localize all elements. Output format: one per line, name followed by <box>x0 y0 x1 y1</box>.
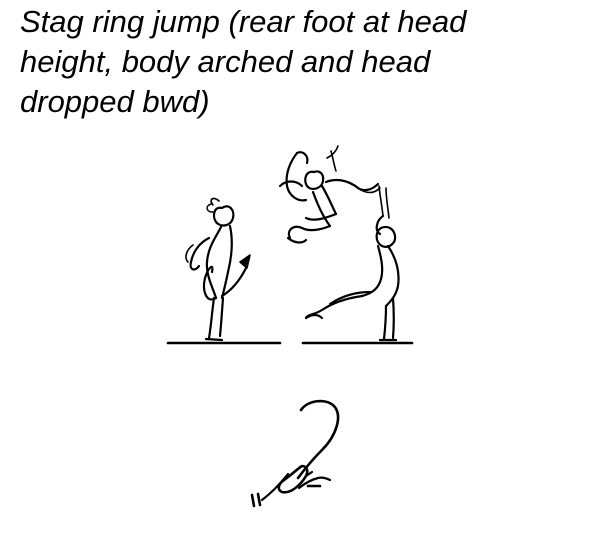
description-line-3: dropped bwd) <box>20 84 210 119</box>
description-line-2: height, body arched and head <box>20 44 431 79</box>
landing-figure <box>304 185 400 342</box>
description-line-1: Stag ring jump (rear foot at head <box>20 4 467 39</box>
element-description: Stag ring jump (rear foot at head height… <box>20 2 590 122</box>
takeoff-figure <box>185 197 251 342</box>
airborne-figure <box>278 145 381 244</box>
stag-ring-jump-symbol <box>250 399 340 508</box>
